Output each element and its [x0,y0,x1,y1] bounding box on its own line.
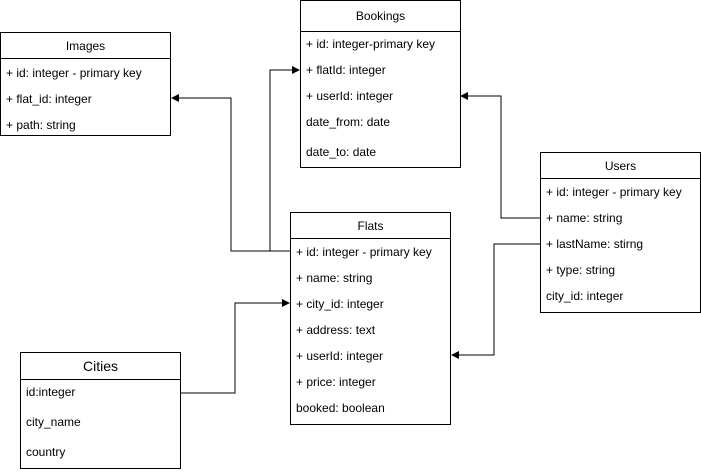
entity-title: Cities [21,353,180,380]
entity-bookings[interactable]: Bookings + id: integer-primary key + fla… [300,0,461,168]
field-row: + address: text [296,323,376,337]
field-row: country [26,445,66,459]
field-row: + path: string [6,118,76,132]
field-row: city_id: integer [546,289,624,303]
field-row: + type: string [546,263,616,277]
field-row: + name: string [546,211,623,225]
entity-title: Users [541,153,700,179]
field-row: + id: integer - primary key [6,66,142,80]
entity-flats[interactable]: Flats + id: integer - primary key + name… [290,212,451,425]
field-row: booked: boolean [296,401,385,415]
entity-users[interactable]: Users + id: integer - primary key + name… [540,152,701,313]
link-cities-flats [180,299,290,394]
field-row: date_to: date [306,145,377,159]
link-flats-bookings [269,66,300,251]
entity-title: Flats [291,213,450,239]
link-flats-images [171,94,290,252]
field-row: + id: integer-primary key [306,37,436,51]
link-users-bookings [460,92,540,219]
field-row: city_name [26,415,81,429]
field-row: + flat_id: integer [6,92,92,106]
entity-cities[interactable]: Cities id:integer city_name country [20,352,181,469]
field-row: + userId: integer [306,89,394,103]
field-row: + flatId: integer [306,63,386,77]
entity-title: Bookings [301,1,460,32]
entity-title: Images [1,33,170,59]
field-row: date_from: date [306,115,391,129]
field-row: + city_id: integer [296,297,384,311]
field-row: + userId: integer [296,349,384,363]
link-users-flats [451,243,540,359]
field-row: id:integer [26,385,76,399]
field-row: + id: integer - primary key [546,185,682,199]
entity-images[interactable]: Images + id: integer - primary key + fla… [0,32,171,136]
field-row: + id: integer - primary key [296,245,432,259]
field-row: + lastName: stirng [546,237,644,251]
field-row: + name: string [296,271,373,285]
field-row: + price: integer [296,375,376,389]
